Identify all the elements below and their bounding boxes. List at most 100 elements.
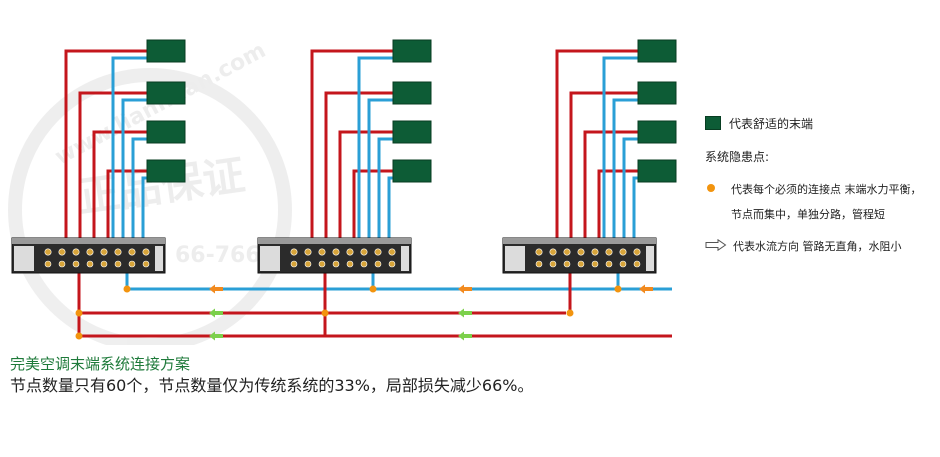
supply-pipe xyxy=(583,130,638,238)
supply-pipe xyxy=(78,91,147,238)
supply-pipe xyxy=(92,130,147,238)
manifold-valve xyxy=(577,248,585,256)
manifold-valve xyxy=(114,260,122,268)
orange-dot-icon xyxy=(707,184,715,192)
terminal-unit xyxy=(392,81,432,105)
terminal-unit xyxy=(637,81,677,105)
manifold-valve xyxy=(318,260,326,268)
manifold-valve xyxy=(86,248,94,256)
return-pipe xyxy=(111,56,147,238)
flow-arrow xyxy=(458,284,472,294)
connection-node xyxy=(123,285,131,293)
manifold-valve xyxy=(332,260,340,268)
manifold-valve xyxy=(142,260,150,268)
manifold-valve xyxy=(304,248,312,256)
manifold-valve xyxy=(346,248,354,256)
connection-node xyxy=(321,309,329,317)
manifold-valve xyxy=(72,248,80,256)
manifold-valve xyxy=(58,260,66,268)
manifold-valve xyxy=(44,248,52,256)
flow-arrow xyxy=(209,308,223,318)
green-square-icon xyxy=(705,116,721,130)
supply-pipe xyxy=(338,130,393,238)
manifold-valve xyxy=(332,248,340,256)
supply-pipe xyxy=(555,49,638,238)
flow-arrow xyxy=(639,284,653,294)
connection-node xyxy=(614,285,622,293)
manifold-valve xyxy=(114,248,122,256)
watermark-phone: 66-766 xyxy=(175,243,261,268)
terminal-unit xyxy=(637,39,677,63)
legend-flow-label: 代表水流方向 管路无直角，水阻小 xyxy=(733,240,902,253)
manifold-valve xyxy=(633,248,641,256)
return-pipe xyxy=(632,176,638,238)
manifold-valve xyxy=(605,260,613,268)
terminal-unit xyxy=(146,81,186,105)
manifold-valve xyxy=(619,260,627,268)
supply-pipe xyxy=(64,49,147,238)
manifold-valve xyxy=(58,248,66,256)
manifold-valve xyxy=(549,260,557,268)
manifold-valve xyxy=(563,248,571,256)
legend-node-line2: 节点而集中，单独分路，管程短 xyxy=(731,208,885,221)
legend-node-line1: 代表每个必须的连接点 末端水力平衡， xyxy=(731,183,922,196)
terminal-unit xyxy=(146,120,186,144)
return-pipe xyxy=(377,137,393,238)
manifold-valve xyxy=(100,248,108,256)
return-pipe xyxy=(121,98,147,238)
caption-title: 完美空调末端系统连接方案 xyxy=(10,355,191,373)
manifold-end-block xyxy=(505,246,525,271)
connection-node xyxy=(75,332,83,340)
legend-terminal-label: 代表舒适的末端 xyxy=(729,117,814,131)
manifold-valve xyxy=(535,260,543,268)
manifold-top-rail xyxy=(503,238,656,244)
return-pipe xyxy=(387,176,393,238)
manifold-valve xyxy=(360,248,368,256)
connection-node xyxy=(566,309,574,317)
manifold-valve xyxy=(633,260,641,268)
manifold-valve xyxy=(360,260,368,268)
terminal-unit xyxy=(637,159,677,183)
manifold-valve xyxy=(142,248,150,256)
manifold-valve xyxy=(72,260,80,268)
terminal-unit xyxy=(146,39,186,63)
flow-arrow xyxy=(209,331,223,341)
return-pipe xyxy=(131,137,147,238)
return-pipe xyxy=(612,98,638,238)
flow-arrow xyxy=(209,284,223,294)
return-pipe xyxy=(357,56,393,238)
piping-diagram: www.lianhuan.com正品保证66-766 xyxy=(8,38,677,345)
supply-pipe xyxy=(310,49,393,238)
manifold-valve xyxy=(563,260,571,268)
caption-description: 节点数量只有60个，节点数量仅为传统系统的33%，局部损失减少66%。 xyxy=(10,376,534,395)
terminal-unit xyxy=(637,120,677,144)
return-pipe xyxy=(622,137,638,238)
manifold-valve xyxy=(100,260,108,268)
terminal-unit xyxy=(146,159,186,183)
manifold-end-block xyxy=(401,246,409,271)
manifold-valve xyxy=(374,260,382,268)
manifold-valve xyxy=(128,248,136,256)
caption: 完美空调末端系统连接方案 节点数量只有60个，节点数量仅为传统系统的33%，局部… xyxy=(10,354,534,398)
manifold-valve xyxy=(591,260,599,268)
manifold-valve xyxy=(535,248,543,256)
supply-pipe xyxy=(569,91,638,238)
manifold-valve xyxy=(290,260,298,268)
connection-node xyxy=(75,309,83,317)
manifold-valve xyxy=(304,260,312,268)
manifold-valve xyxy=(388,248,396,256)
manifold-end-block xyxy=(260,246,280,271)
connection-node xyxy=(369,285,377,293)
manifold-valve xyxy=(388,260,396,268)
manifold-valve xyxy=(549,248,557,256)
manifold-valve xyxy=(290,248,298,256)
manifold-valve xyxy=(591,248,599,256)
manifold-valve xyxy=(318,248,326,256)
legend-hazard-heading: 系统隐患点: xyxy=(705,150,770,164)
terminal-unit xyxy=(392,120,432,144)
manifold-valve xyxy=(577,260,585,268)
manifold-top-rail xyxy=(258,238,411,244)
manifold-valve xyxy=(86,260,94,268)
flow-arrow xyxy=(458,331,472,341)
outline-arrow-icon xyxy=(705,239,727,251)
